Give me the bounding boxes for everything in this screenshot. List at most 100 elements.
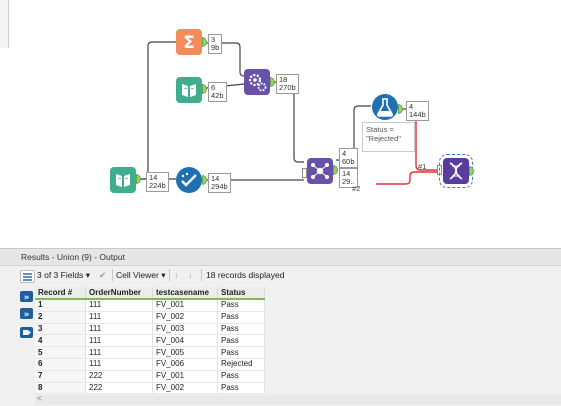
record-number-cell[interactable]: 3: [35, 323, 86, 336]
formula-tool[interactable]: [372, 94, 398, 120]
sort-up-icon[interactable]: ↑: [174, 270, 179, 280]
results-grid[interactable]: Record # OrderNumber testcasename Status…: [35, 287, 265, 395]
wire-input-summarize: [140, 41, 176, 180]
grid-header-row: Record # OrderNumber testcasename Status: [35, 287, 265, 300]
wire-summarize-join: [206, 42, 245, 77]
summarize-tool[interactable]: Σ: [176, 29, 202, 55]
sort-down-icon[interactable]: ↓: [188, 270, 193, 280]
toolbar-divider: [201, 269, 202, 281]
status-cell[interactable]: Pass: [217, 311, 265, 324]
ordernumber-cell[interactable]: 111: [85, 346, 153, 359]
cell-viewer-selector[interactable]: Cell Viewer ▾: [116, 268, 166, 282]
cell-viewer-label: Cell Viewer: [116, 270, 159, 280]
svg-text:Σ: Σ: [183, 33, 195, 53]
wire-label-1: #1: [418, 162, 427, 171]
browse-tool[interactable]: [439, 154, 473, 188]
join-tool[interactable]: [244, 69, 270, 95]
apply-check-icon[interactable]: ✔: [99, 270, 107, 280]
status-cell[interactable]: Pass: [217, 299, 265, 312]
ordernumber-cell[interactable]: 222: [85, 382, 153, 395]
tag-view-icon[interactable]: [20, 327, 33, 338]
results-side-toolbar: » »: [18, 268, 35, 394]
ordernumber-cell[interactable]: 111: [85, 358, 153, 371]
status-cell[interactable]: Pass: [217, 334, 265, 348]
fields-selector[interactable]: 3 of 3 Fields ▾: [37, 268, 90, 282]
record-number-cell[interactable]: 8: [35, 382, 86, 395]
status-cell[interactable]: Pass: [217, 323, 265, 336]
wire-join-union: [274, 81, 304, 163]
union-tool[interactable]: [307, 158, 333, 184]
results-panel: Results - Union (9) - Output » » 3 of 3 …: [0, 248, 561, 406]
ordernumber-cell[interactable]: 111: [85, 311, 153, 324]
ordernumber-cell[interactable]: 111: [85, 323, 153, 336]
book-icon: [182, 84, 196, 97]
record-number-cell[interactable]: 2: [35, 311, 86, 324]
record-number-cell[interactable]: 4: [35, 334, 86, 348]
status-cell[interactable]: Pass: [217, 382, 265, 395]
expand-forward-icon[interactable]: »: [20, 291, 33, 303]
flask-icon: [376, 98, 394, 117]
canvas-side-stub: [0, 0, 9, 48]
column-header-status[interactable]: Status: [217, 287, 265, 300]
column-header-testcasename[interactable]: testcasename: [152, 287, 218, 300]
records-count: 18 records displayed: [206, 270, 285, 280]
wire-label-2: #2: [352, 184, 361, 193]
gears-icon: [248, 73, 267, 92]
testcasename-cell[interactable]: FV_003: [152, 323, 218, 336]
network-icon: [311, 163, 329, 179]
ordernumber-cell[interactable]: 111: [85, 334, 153, 348]
status-cell[interactable]: Pass: [217, 370, 265, 383]
testcasename-cell[interactable]: FV_005: [152, 346, 218, 359]
expand-forward-icon-2[interactable]: »: [20, 308, 33, 320]
column-header-record[interactable]: Record #: [35, 287, 86, 300]
testcasename-cell[interactable]: FV_004: [152, 334, 218, 348]
union-input-anchor[interactable]: [302, 168, 307, 178]
toolbar-divider: [169, 269, 170, 281]
column-header-ordernumber[interactable]: OrderNumber: [85, 287, 153, 300]
testcasename-cell[interactable]: FV_002: [152, 382, 218, 395]
svg-text:»: »: [24, 293, 30, 302]
checkmark-icon: [181, 172, 197, 187]
text-input-tool-left[interactable]: [110, 167, 136, 193]
fields-selector-label: 3 of 3 Fields: [37, 270, 84, 280]
scroll-left-icon[interactable]: <: [37, 394, 42, 403]
record-number-cell[interactable]: 5: [35, 346, 86, 359]
book-icon: [116, 174, 130, 187]
browse-input-anchor-1[interactable]: [437, 165, 442, 175]
chevron-down-icon: ▾: [161, 270, 166, 280]
horizontal-scrollbar[interactable]: <: [35, 394, 561, 405]
status-cell[interactable]: Rejected: [217, 358, 265, 371]
testcasename-cell[interactable]: FV_002: [152, 311, 218, 324]
testcasename-cell[interactable]: FV_001: [152, 299, 218, 312]
text-input-tool-top[interactable]: [176, 77, 202, 103]
select-tool[interactable]: [176, 167, 202, 193]
testcasename-cell[interactable]: FV_006: [152, 358, 218, 371]
wire-union-browse: [376, 171, 438, 185]
results-title: Results - Union (9) - Output: [0, 249, 561, 266]
record-number-cell[interactable]: 1: [35, 299, 86, 312]
record-number-cell[interactable]: 6: [35, 358, 86, 371]
ordernumber-cell[interactable]: 111: [85, 299, 153, 312]
testcasename-cell[interactable]: FV_001: [152, 370, 218, 383]
ordernumber-cell[interactable]: 222: [85, 370, 153, 383]
list-view-icon[interactable]: [20, 270, 35, 283]
status-cell[interactable]: Pass: [217, 346, 265, 359]
svg-text:»: »: [24, 310, 30, 319]
record-number-cell[interactable]: 7: [35, 370, 86, 383]
